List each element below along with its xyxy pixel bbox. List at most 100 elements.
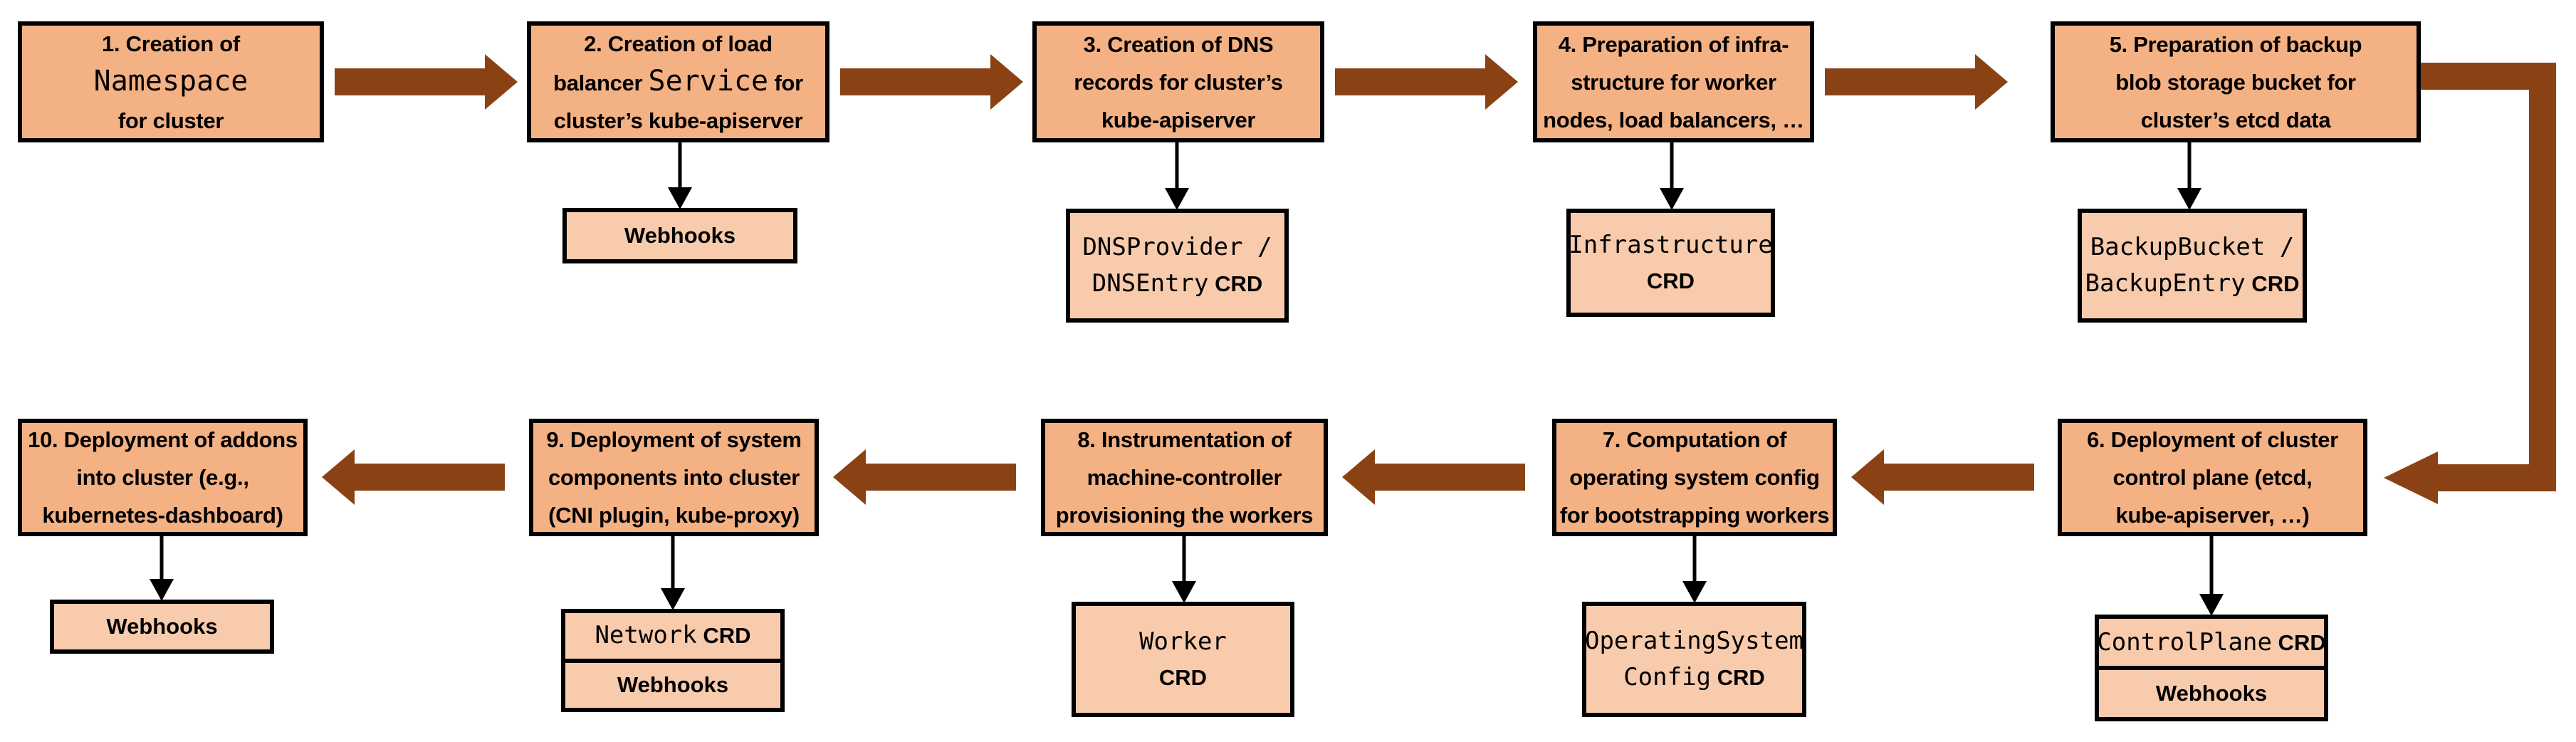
connector-arrowhead-step-9 (661, 588, 685, 610)
text-segment-sans: 6. Deployment of cluster (2087, 427, 2338, 452)
connector-line-step-5 (2187, 142, 2192, 189)
step-4-line-2: structure for worker (1571, 63, 1776, 101)
step-6-line-2: control plane (etcd, (2113, 459, 2313, 496)
step-7-sub-line-2: Config CRD (1623, 659, 1765, 696)
text-segment-sans: kubernetes-dashboard) (42, 503, 283, 528)
step-8-sub-line-2: CRD (1159, 660, 1207, 696)
text-segment-sans: (CNI plugin, kube-proxy) (548, 503, 800, 528)
connector-line-step-4 (1670, 142, 1674, 189)
text-segment-sans: 8. Instrumentation of (1077, 427, 1292, 452)
step-6-sub-line-1: Webhooks (2156, 676, 2267, 711)
step-10-box: 10. Deployment of addons into cluster (e.… (18, 419, 308, 536)
step-8-line-3: provisioning the workers (1055, 496, 1314, 534)
step-7-line-2: operating system config (1569, 459, 1820, 496)
text-segment-sans: nodes, load balancers, … (1543, 107, 1804, 132)
text-segment-sans: 9. Deployment of system (546, 427, 802, 452)
step-6-sub-line-1: ControlPlane CRD (2097, 625, 2325, 661)
text-segment-sans: kube-apiserver (1101, 107, 1256, 132)
step-3-sub-line-1: DNSProvider / (1082, 229, 1272, 266)
text-segment-mono: DNSProvider / (1082, 233, 1272, 261)
step-3-sub-box: DNSProvider /DNSEntry CRD (1066, 209, 1289, 323)
flow-arrow-step9-to-step10 (322, 449, 505, 505)
step-2-line-1: 2. Creation of load (584, 25, 773, 63)
step-9-sub-line-1: Webhooks (617, 667, 728, 703)
text-segment-mono: Infrastructure (1569, 230, 1773, 259)
step-4-line-1: 4. Preparation of infra- (1559, 26, 1789, 63)
text-segment-sans: balancer (553, 70, 649, 95)
text-segment-sans: 10. Deployment of addons (28, 427, 298, 452)
text-segment-sans: cluster’s kube-apiserver (553, 108, 803, 133)
step-7-sub-line-1: OperatingSystem (1585, 623, 1803, 659)
step-6-sub-cell-1: ControlPlane CRD (2097, 619, 2325, 666)
connector-line-step-6 (2209, 536, 2214, 595)
step-6-sub-box: ControlPlane CRD Webhooks (2095, 615, 2328, 721)
text-segment-sans: Webhooks (2155, 681, 2268, 706)
text-segment-sans: blob storage bucket for (2115, 69, 2356, 95)
step-1-box: 1. Creation of Namespace for cluster (18, 21, 324, 142)
text-segment-sans: for cluster (117, 108, 224, 133)
step-5-line-1: 5. Preparation of backup (2110, 26, 2362, 63)
text-segment-crd: CRD (2245, 271, 2300, 296)
step-5-line-2: blob storage bucket for (2115, 63, 2356, 101)
text-segment-mono: Network (595, 621, 697, 650)
text-segment-sans: 7. Computation of (1602, 427, 1787, 452)
step-10-line-2: into cluster (e.g., (76, 459, 249, 496)
step-9-line-3: (CNI plugin, kube-proxy) (548, 496, 800, 534)
step-9-sub-cell-1: Network CRD (565, 613, 780, 659)
text-segment-crd: CRD (1208, 271, 1263, 296)
text-segment-sans: provisioning the workers (1055, 503, 1314, 528)
text-segment-sans: kube-apiserver, …) (2115, 503, 2310, 528)
step-9-sub-box: Network CRD Webhooks (561, 609, 785, 712)
step-4-line-3: nodes, load balancers, … (1543, 101, 1804, 139)
text-segment-crd: CRD (1646, 268, 1695, 293)
text-segment-sans: records for cluster’s (1074, 69, 1283, 95)
connector-line-step-7 (1692, 536, 1697, 582)
step-8-line-1: 8. Instrumentation of (1077, 421, 1292, 459)
connector-arrowhead-step-8 (1172, 581, 1196, 603)
step-10-sub-line-1: Webhooks (106, 609, 217, 644)
step-1-line-3: for cluster (118, 102, 224, 140)
step-5-sub-cell-1: BackupBucket / BackupEntry CRD (2082, 213, 2303, 318)
connector-arrowhead-step-3 (1165, 188, 1189, 210)
step-9-sub-line-1: Network CRD (595, 617, 750, 654)
step-5-sub-line-2: BackupEntry CRD (2085, 266, 2300, 302)
flow-arrow-step5-to-step6 (2384, 63, 2556, 504)
step-3-line-3: kube-apiserver (1101, 101, 1256, 139)
flow-arrow-step3-to-step4 (1335, 54, 1518, 110)
connector-arrowhead-step-4 (1660, 188, 1684, 210)
connector-line-step-3 (1175, 142, 1179, 189)
step-9-box: 9. Deployment of system components into c… (529, 419, 819, 536)
text-segment-mono: BackupEntry (2085, 269, 2246, 298)
step-4-box: 4. Preparation of infra-structure for wo… (1533, 21, 1814, 142)
step-4-sub-line-2: CRD (1647, 263, 1695, 299)
step-8-box: 8. Instrumentation of machine-controller p… (1041, 419, 1328, 536)
text-segment-mono: BackupBucket / (2090, 233, 2295, 261)
text-segment-sans: components into cluster (548, 465, 800, 490)
connector-arrowhead-step-7 (1682, 581, 1707, 603)
connector-arrowhead-step-6 (2199, 594, 2224, 616)
text-segment-sans: machine-controller (1087, 465, 1282, 490)
text-segment-sans: 1. Creation of (102, 31, 240, 56)
step-1-line-2: Namespace (94, 63, 248, 102)
step-2-line-3: cluster’s kube-apiserver (553, 102, 803, 140)
text-segment-sans: Webhooks (106, 614, 218, 639)
text-segment-mono: OperatingSystem (1584, 627, 1804, 655)
text-segment-mono: Worker (1139, 627, 1227, 656)
text-segment-crd: CRD (696, 623, 751, 649)
text-segment-sans: Webhooks (617, 672, 729, 698)
text-segment-sans: 4. Preparation of infra- (1558, 31, 1789, 57)
connector-arrowhead-step-10 (150, 579, 174, 601)
text-segment-mono: Namespace (93, 64, 248, 98)
step-5-sub-line-1: BackupBucket / (2090, 229, 2295, 266)
connector-line-step-2 (678, 142, 682, 188)
text-segment-sans: control plane (etcd, (2112, 465, 2313, 490)
text-segment-sans: 3. Creation of DNS (1083, 31, 1274, 57)
step-3-box: 3. Creation of DNS records for cluster’s k… (1032, 21, 1324, 142)
step-3-line-2: records for cluster’s (1074, 63, 1283, 101)
